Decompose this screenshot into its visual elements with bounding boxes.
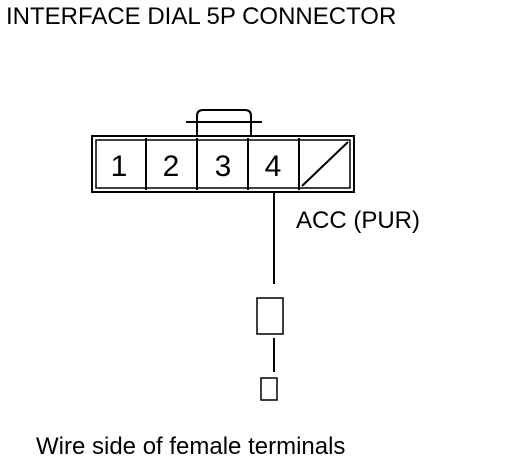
female-terminal-small	[260, 377, 278, 401]
connector-body	[91, 135, 355, 193]
empty-cavity-mark	[301, 141, 349, 187]
pin-1-label: 1	[111, 150, 128, 183]
diagram-caption: Wire side of female terminals	[36, 433, 346, 460]
pin-3-label: 3	[215, 150, 232, 183]
diagram-title: INTERFACE DIAL 5P CONNECTOR	[6, 3, 397, 30]
pin-2-label: 2	[163, 150, 180, 183]
female-terminal-large	[256, 297, 284, 335]
wire-label: ACC (PUR)	[296, 207, 420, 234]
pin-4-label: 4	[265, 150, 282, 183]
